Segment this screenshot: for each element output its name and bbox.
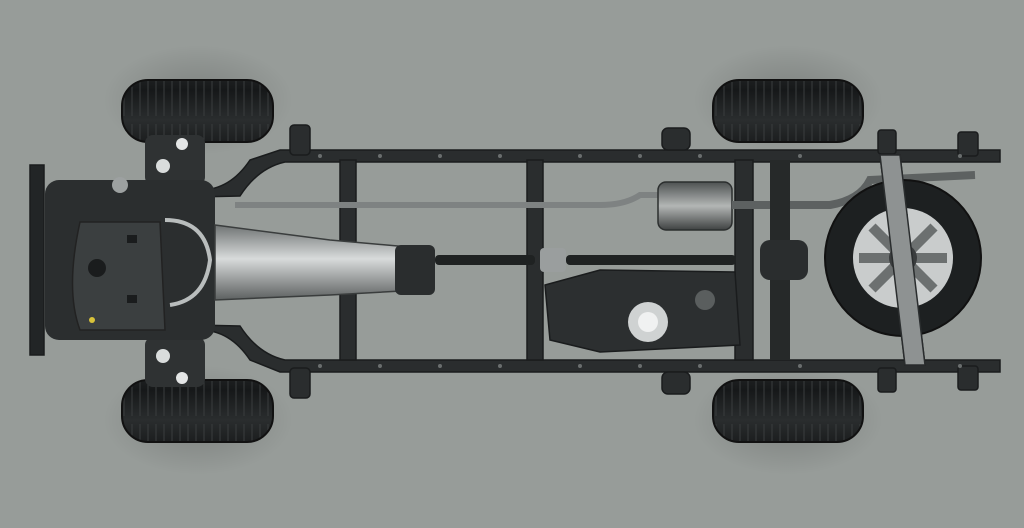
engine — [45, 177, 215, 340]
rear-left-wheel — [712, 79, 864, 143]
spare-tire — [824, 154, 982, 366]
front-left-wheel — [121, 79, 274, 143]
fuel-tank — [544, 269, 741, 353]
front-right-wheel — [121, 379, 274, 443]
driveshaft — [435, 248, 736, 272]
rear-axle — [760, 160, 808, 360]
front-suspension — [145, 135, 205, 387]
transmission — [214, 224, 435, 301]
frame-rivets — [318, 154, 962, 368]
rear-right-wheel — [712, 379, 864, 443]
